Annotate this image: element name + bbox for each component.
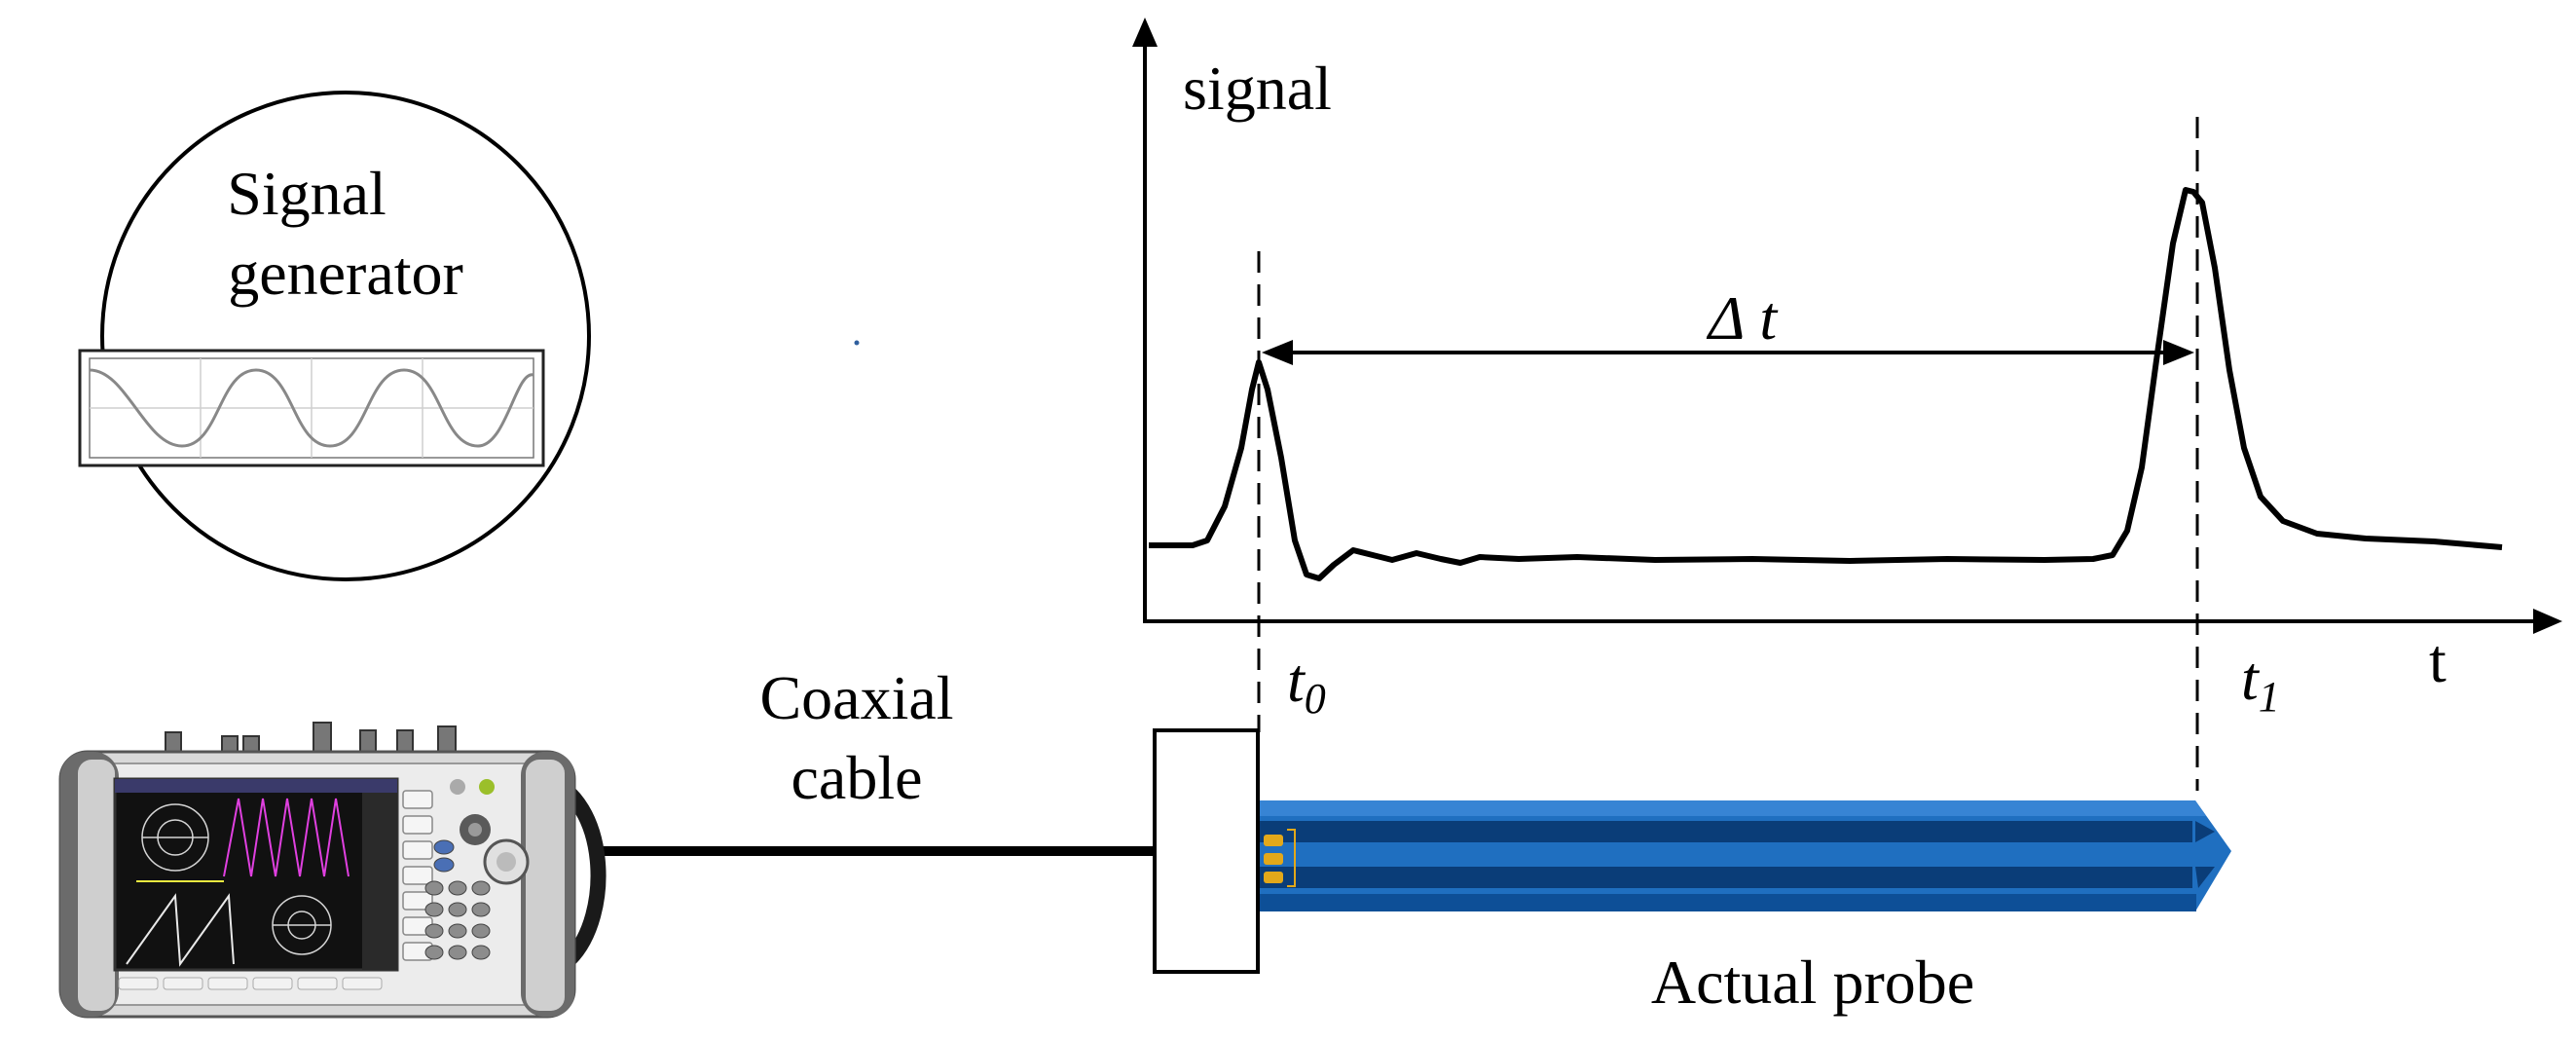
y-axis-label: signal xyxy=(1183,54,1332,123)
signal-generator-label-line1: Signal xyxy=(227,159,386,228)
tdr-probe-icon xyxy=(1260,800,2231,911)
signal-plot: signal t Δ t t0 t1 xyxy=(1132,18,2562,791)
signal-curve xyxy=(1149,187,2503,581)
probe-label: Actual probe xyxy=(1651,948,1974,1017)
probe-contact xyxy=(1264,835,1283,846)
y-axis-arrowhead xyxy=(1132,18,1158,47)
probe-assembly: Actual probe xyxy=(1153,728,2231,1017)
t1-label: t1 xyxy=(2241,644,2280,721)
x-axis-arrowhead xyxy=(2533,609,2562,634)
t0-subscript: 0 xyxy=(1305,675,1326,723)
delta-t-arrowhead-right xyxy=(2163,340,2194,365)
probe-contact xyxy=(1264,872,1283,883)
device-screen xyxy=(113,777,399,972)
signal-generator-label-line2: generator xyxy=(228,239,463,308)
network-analyzer-device-icon xyxy=(58,722,607,1019)
signal-generator: Signal generator xyxy=(78,91,591,581)
t1-subscript: 1 xyxy=(2259,673,2280,721)
t0-label: t0 xyxy=(1287,646,1326,723)
delta-t-label: Δ t xyxy=(1706,283,1779,353)
delta-t-arrowhead-left xyxy=(1262,340,1293,365)
cable-label-line1: Coaxial xyxy=(759,663,953,732)
x-axis-label: t xyxy=(2429,626,2447,695)
probe-contact xyxy=(1264,853,1283,865)
probe-connector-box xyxy=(1153,728,1260,974)
stray-dot xyxy=(854,340,860,346)
sine-wave-icon xyxy=(89,368,534,448)
sine-wave-screen xyxy=(78,349,545,467)
cable-label-line2: cable xyxy=(791,743,923,812)
